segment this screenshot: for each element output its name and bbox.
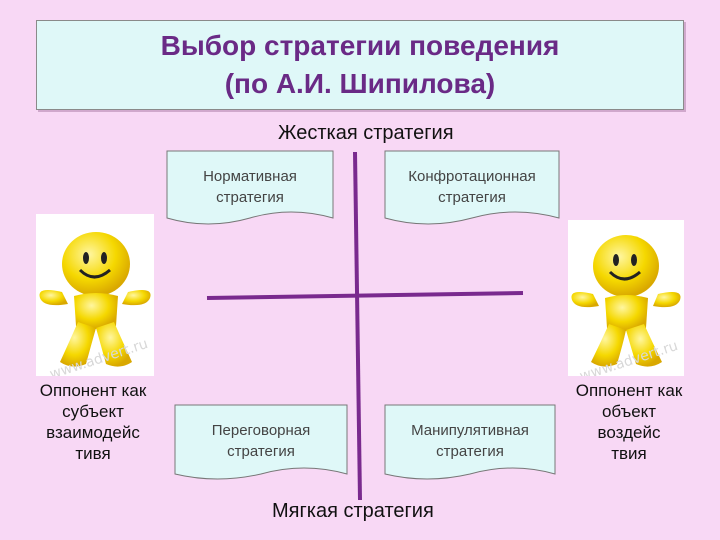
opponent-left-line2: субъект xyxy=(62,402,124,421)
horizontal-axis xyxy=(206,291,524,300)
axis-label-top: Жесткая стратегия xyxy=(278,122,454,144)
title-line-2: (по А.И. Шипилова) xyxy=(224,68,496,99)
opponent-right-line2: объект xyxy=(601,402,657,421)
watermark-right: www.advert.ru xyxy=(578,338,680,376)
opponent-right-line3: воздейс xyxy=(597,423,661,442)
smiley-figure-icon: www.advert.ru xyxy=(39,232,151,383)
quadrant-bottom-right-line1: Манипулятивная xyxy=(411,422,529,439)
title-line-1: Выбор стратегии поведения xyxy=(160,30,560,61)
quadrant-bottom-right-line2: стратегия xyxy=(436,443,504,460)
doc-shape-icon xyxy=(166,150,334,225)
doc-shape-icon xyxy=(384,404,556,480)
quadrant-bottom-left-line2: стратегия xyxy=(227,443,295,460)
quadrant-top-right: Конфротационная стратегия xyxy=(384,150,560,230)
opponent-left-figure: www.advert.ru xyxy=(36,214,154,383)
smiley-figure-icon: www.advert.ru xyxy=(571,235,681,385)
vertical-axis xyxy=(353,151,362,501)
doc-shape-icon xyxy=(174,404,348,480)
opponent-left-label: Оппонент как субъект взаимодейс тивя xyxy=(28,380,158,464)
quadrant-top-right-line1: Конфротационная xyxy=(408,168,536,185)
opponent-right-figure: www.advert.ru xyxy=(568,220,684,385)
opponent-left-line4: тивя xyxy=(75,444,111,463)
title-box: Выбор стратегии поведения (по А.И. Шипил… xyxy=(36,20,684,110)
quadrant-bottom-right: Манипулятивная стратегия xyxy=(384,404,556,484)
doc-shape-icon xyxy=(384,150,560,225)
quadrant-top-left-line2: стратегия xyxy=(216,189,284,206)
opponent-right-line4: твия xyxy=(611,444,647,463)
quadrant-top-right-line2: стратегия xyxy=(438,189,506,206)
quadrant-bottom-left-line1: Переговорная xyxy=(211,422,311,439)
quadrant-top-left: Нормативная стратегия xyxy=(166,150,334,230)
quadrant-top-left-line1: Нормативная xyxy=(203,168,297,185)
opponent-right-label: Оппонент как объект воздейс твия xyxy=(564,380,694,464)
quadrant-bottom-left: Переговорная стратегия xyxy=(174,404,348,484)
axis-label-bottom: Мягкая стратегия xyxy=(272,500,434,522)
opponent-left-line3: взаимодейс xyxy=(46,423,140,442)
opponent-left-line1: Оппонент как xyxy=(39,381,147,400)
opponent-right-line1: Оппонент как xyxy=(575,381,683,400)
